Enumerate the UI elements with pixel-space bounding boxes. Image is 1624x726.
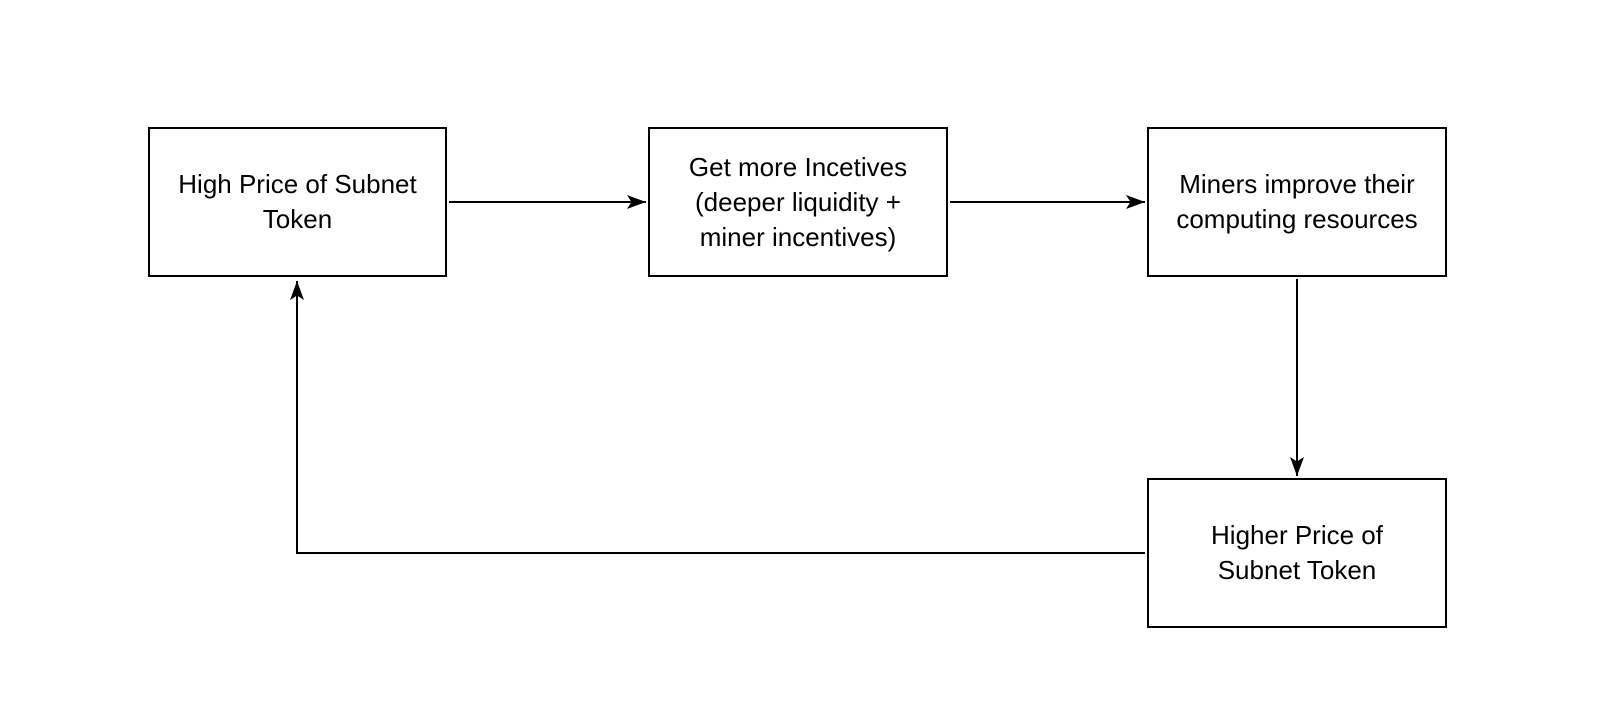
node-miners-improve: Miners improve their computing resources [1147,127,1447,277]
node-higher-price: Higher Price of Subnet Token [1147,478,1447,628]
arrow-higher-price-to-high-price [290,281,1145,554]
node-label: Get more Incetives (deeper liquidity + m… [688,151,908,252]
node-get-incentives: Get more Incetives (deeper liquidity + m… [648,127,948,277]
node-label: Higher Price of Subnet Token [1211,520,1383,585]
node-high-price: High Price of Subnet Token [148,127,447,277]
node-label: High Price of Subnet Token [178,169,417,234]
node-label: Miners improve their computing resources [1176,169,1418,234]
